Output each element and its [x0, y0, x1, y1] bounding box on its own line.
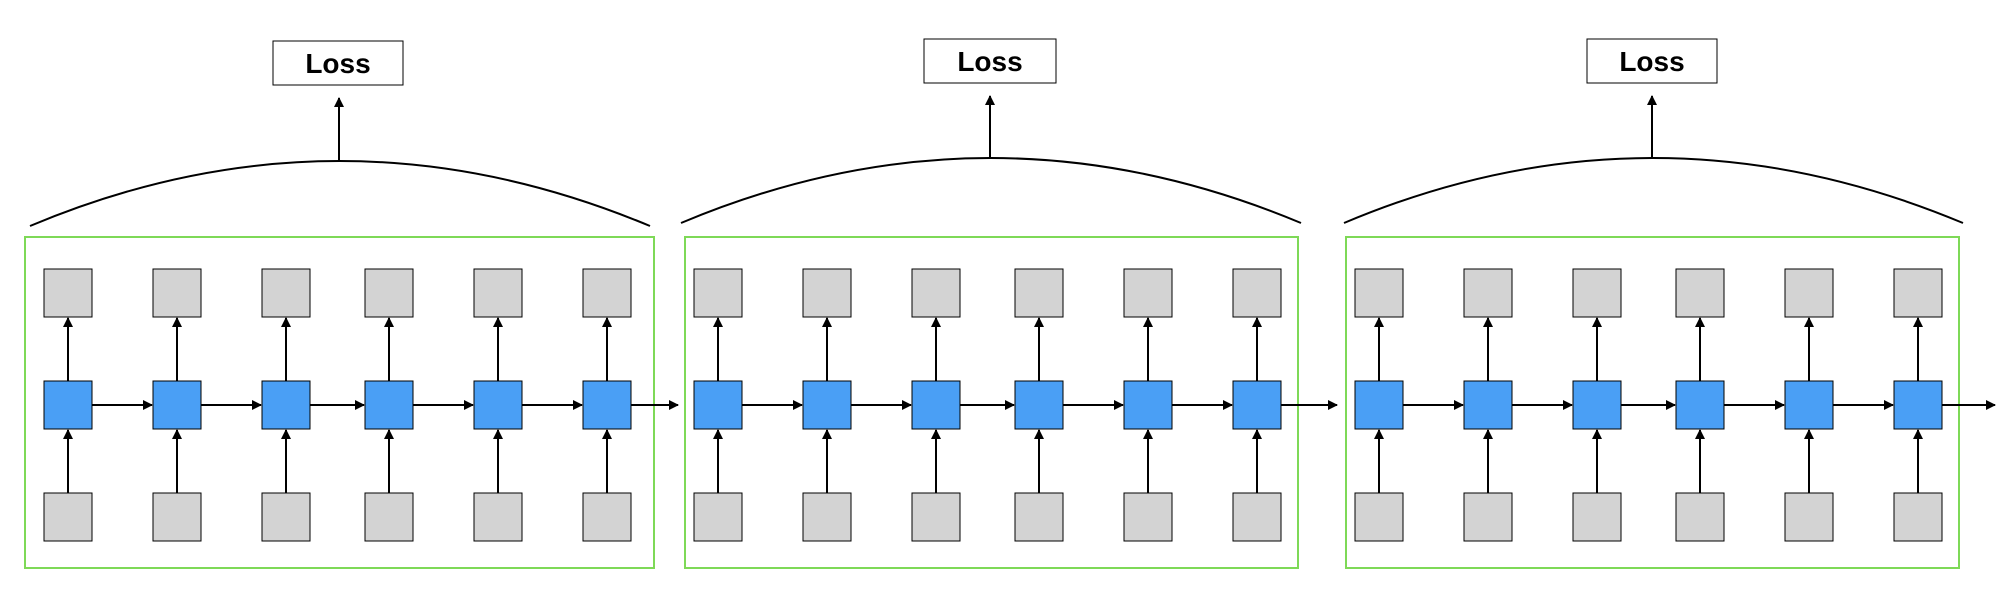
input-node [1675, 492, 1725, 542]
hidden-node [582, 380, 632, 430]
loss-box [923, 38, 1057, 84]
hidden-node [261, 380, 311, 430]
output-node [152, 268, 202, 318]
input-node [1354, 492, 1404, 542]
input-node [473, 492, 523, 542]
hidden-node [1893, 380, 1943, 430]
hidden-node [1463, 380, 1513, 430]
output-node [1893, 268, 1943, 318]
hidden-node [1232, 380, 1282, 430]
chunk-border [684, 236, 1299, 569]
output-node [1572, 268, 1622, 318]
output-node [1784, 268, 1834, 318]
input-node [1784, 492, 1834, 542]
output-node [693, 268, 743, 318]
hidden-node [1014, 380, 1064, 430]
input-node [364, 492, 414, 542]
hidden-node [1123, 380, 1173, 430]
loss-aggregation-arc [680, 157, 1302, 224]
input-node [1463, 492, 1513, 542]
input-node [1232, 492, 1282, 542]
output-node [1463, 268, 1513, 318]
input-node [1014, 492, 1064, 542]
output-node [911, 268, 961, 318]
input-node [582, 492, 632, 542]
hidden-node [43, 380, 93, 430]
output-node [1014, 268, 1064, 318]
loss-label: Loss [305, 48, 370, 79]
hidden-node [152, 380, 202, 430]
hidden-node [364, 380, 414, 430]
input-node [911, 492, 961, 542]
loss-label: Loss [957, 46, 1022, 77]
input-node [693, 492, 743, 542]
output-node [43, 268, 93, 318]
hidden-node [1784, 380, 1834, 430]
input-node [43, 492, 93, 542]
output-node [261, 268, 311, 318]
output-node [582, 268, 632, 318]
output-node [1123, 268, 1173, 318]
output-node [1232, 268, 1282, 318]
hidden-node [473, 380, 523, 430]
hidden-node [693, 380, 743, 430]
output-node [473, 268, 523, 318]
hidden-node [1354, 380, 1404, 430]
chunk-border [1345, 236, 1960, 569]
input-node [802, 492, 852, 542]
chunk-border [24, 236, 655, 569]
hidden-node [1675, 380, 1725, 430]
input-node [1893, 492, 1943, 542]
output-node [802, 268, 852, 318]
input-node [152, 492, 202, 542]
hidden-node [802, 380, 852, 430]
loss-aggregation-arc [1343, 157, 1964, 224]
loss-box [1586, 38, 1718, 84]
loss-box [272, 40, 404, 86]
input-node [1572, 492, 1622, 542]
hidden-node [1572, 380, 1622, 430]
output-node [1354, 268, 1404, 318]
output-node [364, 268, 414, 318]
loss-aggregation-arc [29, 160, 651, 227]
input-node [261, 492, 311, 542]
hidden-node [911, 380, 961, 430]
loss-label: Loss [1619, 46, 1684, 77]
output-node [1675, 268, 1725, 318]
input-node [1123, 492, 1173, 542]
